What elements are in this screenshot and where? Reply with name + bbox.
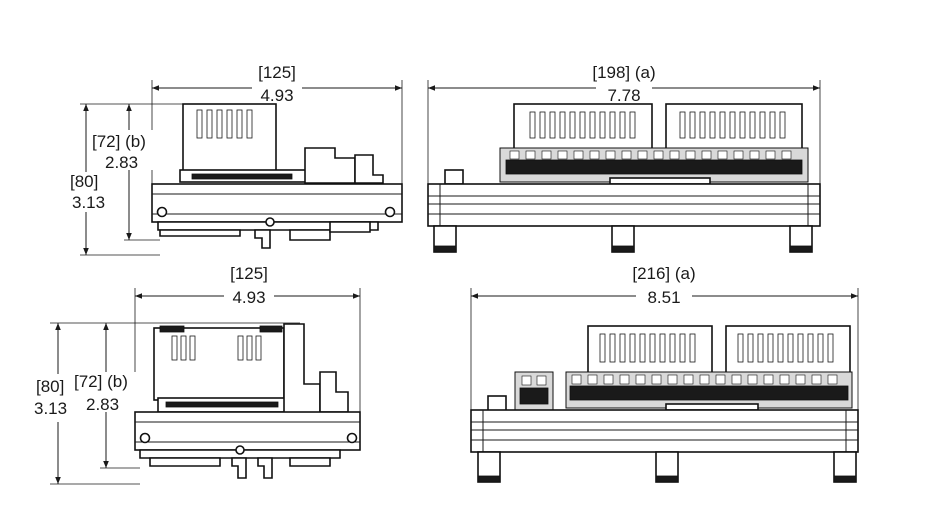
module-front-top — [427, 103, 821, 253]
height2-in-label: 3.13 — [34, 399, 67, 418]
front-view-top: [198] (a) 7.78 — [427, 63, 821, 253]
height2-mm-label: [80] — [70, 172, 98, 191]
front-view-bottom: [216] (a) 8.51 — [470, 264, 859, 483]
height1-mm-label: [72] (b) — [74, 372, 128, 391]
module-front-bottom — [470, 325, 859, 483]
height1-mm-label: [72] (b) — [92, 132, 146, 151]
width-in-label: 4.93 — [232, 288, 265, 307]
side-view-bottom: [125] 4.93 [80] 3.13 [72] (b) 2.83 — [34, 264, 361, 485]
width-mm-label: [216] (a) — [632, 264, 695, 283]
height1-in-label: 2.83 — [86, 395, 119, 414]
width-mm-label: [125] — [230, 264, 268, 283]
width-in-label: 4.93 — [260, 86, 293, 105]
height1-in-label: 2.83 — [105, 153, 138, 172]
side-view-top: [125] 4.93 [72] (b) 2.83 [80] 3.13 — [68, 63, 403, 256]
height2-mm-label: [80] — [36, 377, 64, 396]
width-mm-label: [125] — [258, 63, 296, 82]
width-in-label: 7.78 — [607, 86, 640, 105]
width-in-label: 8.51 — [647, 288, 680, 307]
module-side-top — [151, 103, 403, 249]
width-mm-label: [198] (a) — [592, 63, 655, 82]
height2-in-label: 3.13 — [72, 193, 105, 212]
module-side-bottom — [134, 323, 361, 479]
